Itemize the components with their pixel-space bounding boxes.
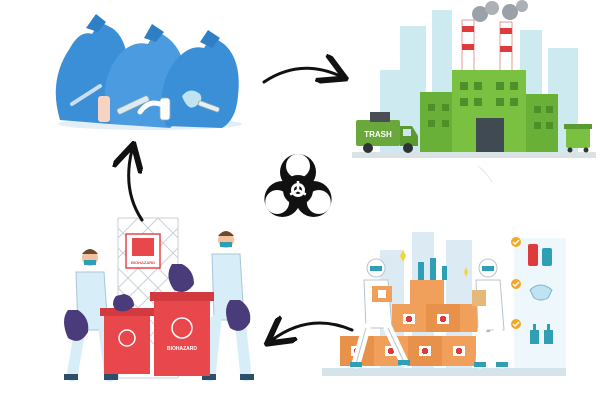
- fence-sign-label: BIOHAZARD: [131, 260, 155, 265]
- trash-truck: TRASH: [356, 112, 418, 153]
- truck-label: TRASH: [364, 130, 392, 139]
- dumpster: [564, 124, 592, 153]
- waste-bags-illustration: [55, 14, 242, 130]
- biohazard-collection-illustration: BIOHAZARD: [64, 217, 254, 382]
- arrow-supplies-to-collection: [272, 323, 354, 340]
- supply-worker-right: [472, 258, 508, 369]
- checklist-panel: [511, 237, 566, 368]
- biohazard-bins: BIOHAZARD: [100, 292, 214, 376]
- supply-worker-left: [350, 258, 410, 369]
- arrow-waste-to-plant: [262, 68, 340, 82]
- treatment-plant-illustration: TRASH: [352, 0, 596, 158]
- biohazard-icon: [264, 154, 332, 217]
- arrow-collection-to-waste: [129, 150, 142, 222]
- medical-supplies-illustration: [322, 232, 566, 376]
- bin-label: BIOHAZARD: [167, 346, 197, 352]
- faint-mark: [477, 165, 493, 183]
- collection-worker-right: [168, 231, 254, 382]
